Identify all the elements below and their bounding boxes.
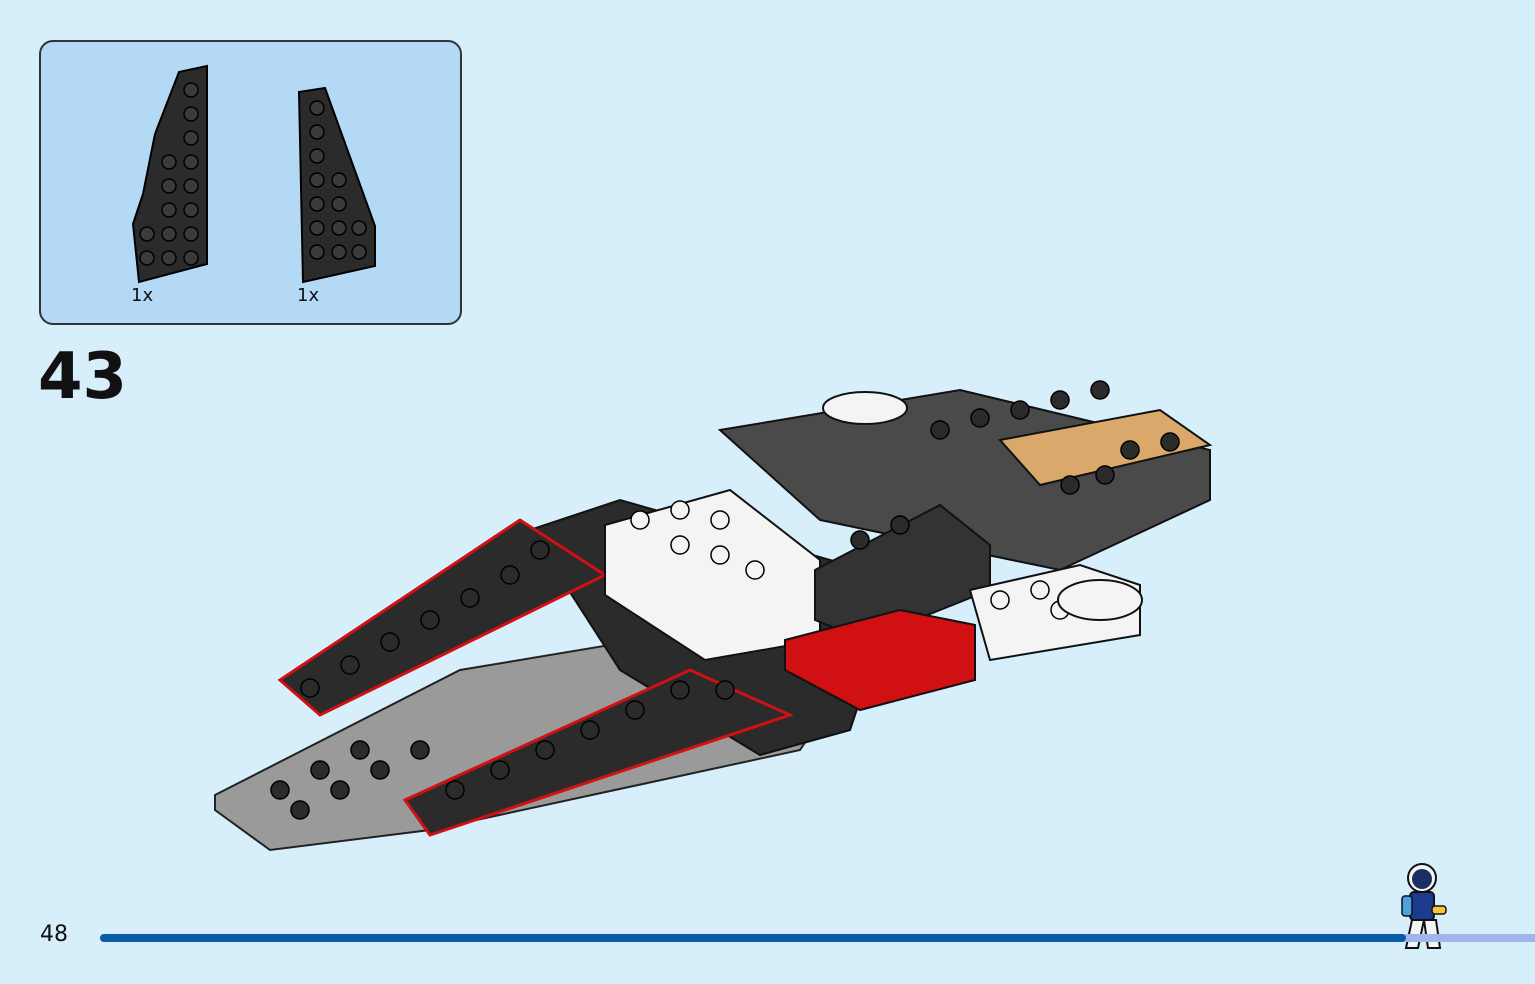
- red-bricks: [784, 608, 976, 712]
- white-studs: [630, 500, 1070, 620]
- white-pod-top: [822, 391, 908, 425]
- progress-bar: [100, 934, 1535, 942]
- model-illustration: [214, 380, 1213, 852]
- parts-callout: 1x 1x: [39, 40, 462, 325]
- part-qty-right: 1x: [297, 285, 320, 306]
- step-number: 43: [38, 340, 128, 414]
- lower-wing-wedge: [402, 668, 795, 837]
- progress-fill: [100, 934, 1406, 942]
- astronaut-figure-icon: [1401, 863, 1447, 949]
- white-pod-bottom: [1057, 579, 1143, 621]
- wedge-plate-left-icon: [131, 64, 208, 284]
- tan-bricks: [998, 408, 1213, 487]
- studs: [270, 380, 1180, 820]
- wedge-plate-right-icon: [297, 86, 376, 284]
- page-number: 48: [40, 922, 68, 947]
- part-qty-left: 1x: [131, 285, 154, 306]
